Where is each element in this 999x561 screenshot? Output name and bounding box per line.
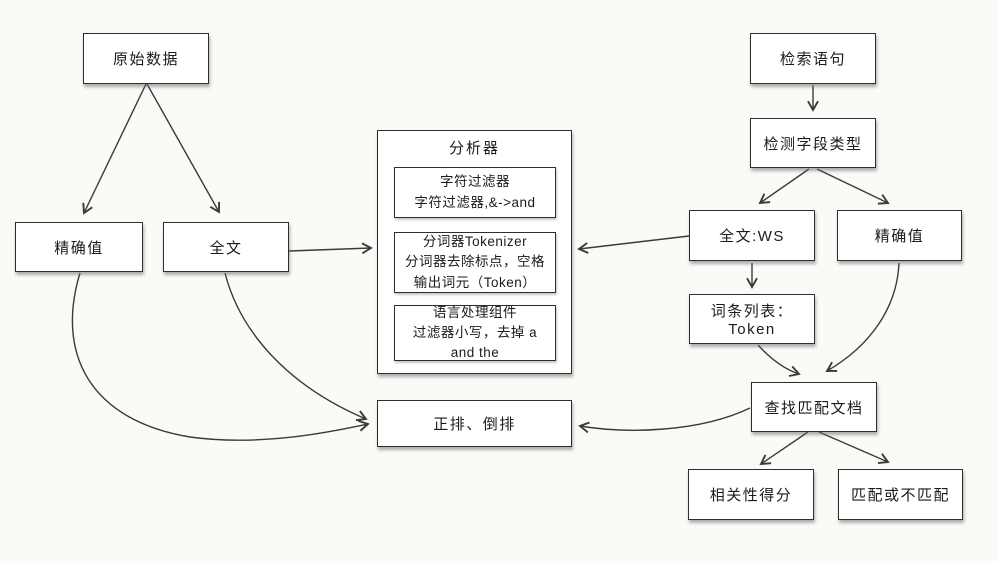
node-detect-field: 检测字段类型 — [750, 118, 876, 168]
node-raw-data-label: 原始数据 — [112, 51, 179, 68]
tokenizer-line1: 分词器Tokenizer — [422, 234, 528, 250]
arrow-detect-field-to-exact-value-right — [816, 168, 890, 205]
node-analyzer: 分析器 字符过滤器 字符过滤器,&->and 分词器Tokenizer 分词器去… — [377, 130, 572, 374]
arrow-fulltext-ws-to-analyzer — [577, 235, 690, 254]
node-match-or-not-label: 匹配或不匹配 — [850, 487, 950, 504]
node-exact-value-left-label: 精确值 — [54, 239, 104, 257]
node-fulltext-left-label: 全文 — [209, 239, 243, 257]
node-token-list-label: 词条列表：Token — [710, 303, 794, 338]
node-index-box: 正排、倒排 — [377, 400, 572, 447]
arrow-exact-value-left-to-index-box — [71, 272, 370, 441]
arrow-find-match-to-relevance — [759, 431, 809, 466]
analyzer-title: 分析器 — [448, 140, 500, 157]
language-processor-line1: 语言处理组件 — [433, 304, 517, 320]
node-language-processor: 语言处理组件 过滤器小写，去掉 a and the — [394, 305, 556, 361]
arrow-exact-value-right-to-find-match — [825, 262, 900, 372]
node-find-match: 查找匹配文档 — [751, 382, 877, 432]
language-processor-line2: 过滤器小写，去掉 a — [412, 324, 538, 340]
node-match-or-not: 匹配或不匹配 — [838, 469, 963, 520]
arrow-raw-data-to-fulltext-left — [146, 83, 221, 214]
node-index-box-label: 正排、倒排 — [433, 416, 516, 433]
node-tokenizer: 分词器Tokenizer 分词器去除标点，空格 输出词元（Token） — [394, 232, 556, 293]
tokenizer-line2: 分词器去除标点，空格 — [405, 254, 545, 270]
arrow-fulltext-left-to-index-box — [224, 272, 368, 422]
node-query: 检索语句 — [750, 33, 876, 84]
tokenizer-line3: 输出词元（Token） — [413, 274, 537, 290]
arrow-find-match-to-match-or-not — [818, 431, 890, 465]
node-exact-value-left: 精确值 — [15, 222, 143, 272]
node-raw-data: 原始数据 — [83, 33, 209, 84]
arrow-raw-data-to-exact-value-left — [82, 83, 147, 215]
arrow-find-match-to-index-box — [578, 407, 751, 434]
char-filter-line2: 字符过滤器,&->and — [414, 194, 536, 210]
char-filter-line1: 字符过滤器 — [440, 174, 510, 190]
node-token-list: 词条列表：Token — [689, 294, 815, 344]
node-exact-value-right-label: 精确值 — [874, 228, 925, 245]
arrow-detect-field-to-fulltext-ws — [758, 168, 810, 205]
node-relevance: 相关性得分 — [688, 469, 814, 520]
node-detect-field-label: 检测字段类型 — [763, 135, 863, 153]
arrow-token-list-to-find-match — [757, 344, 801, 377]
node-find-match-label: 查找匹配文档 — [764, 399, 864, 417]
node-relevance-label: 相关性得分 — [709, 487, 793, 504]
node-fulltext-left: 全文 — [163, 222, 289, 272]
language-processor-line3: and the — [450, 345, 500, 361]
node-fulltext-ws-label: 全文:WS — [719, 228, 785, 245]
arrow-fulltext-left-to-analyzer — [288, 242, 373, 255]
node-query-label: 检索语句 — [779, 51, 846, 68]
node-fulltext-ws: 全文:WS — [689, 210, 815, 261]
node-char-filter: 字符过滤器 字符过滤器,&->and — [394, 167, 556, 218]
node-exact-value-right: 精确值 — [837, 210, 962, 261]
